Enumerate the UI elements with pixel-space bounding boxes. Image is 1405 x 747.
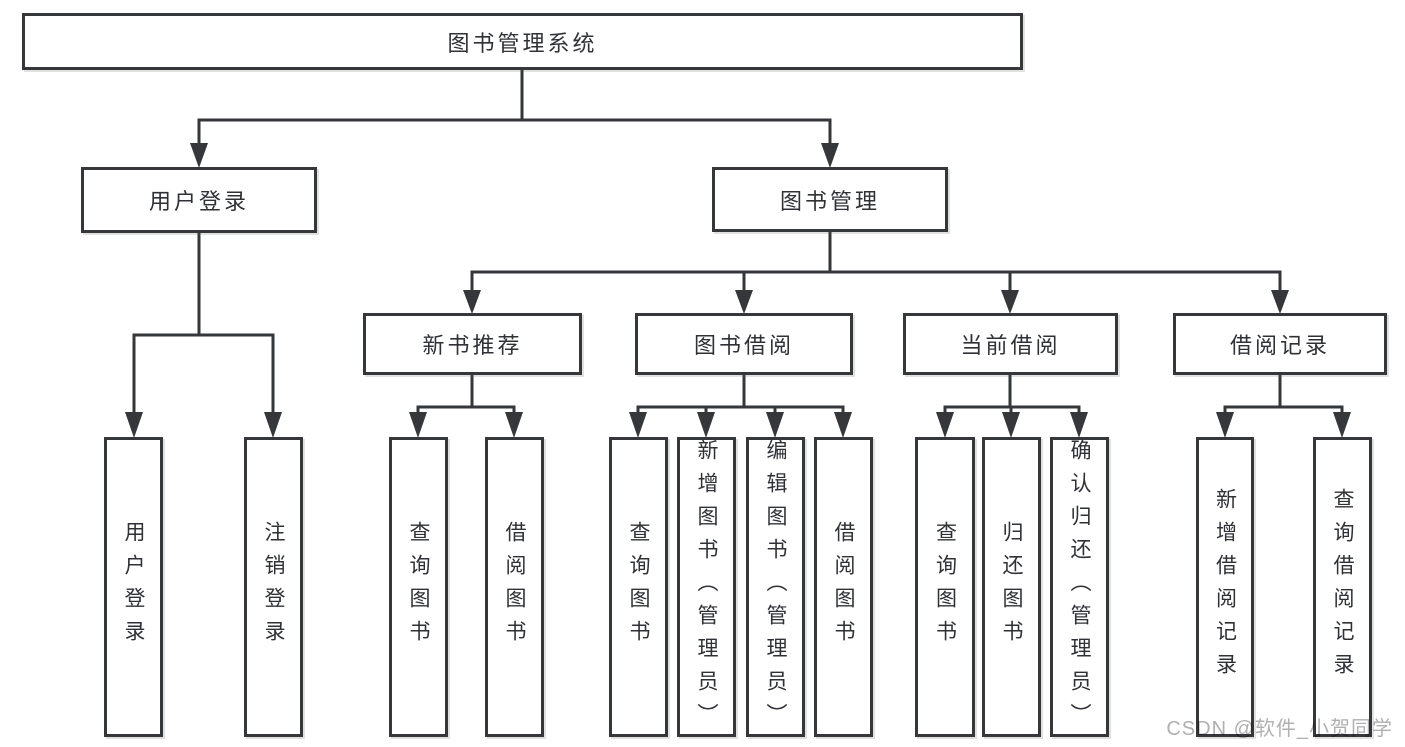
arrowheads-new-book-group [409,412,523,438]
node-new-book-recommend-label: 新书推荐 [422,333,523,358]
connector-book-management-to-level3 [470,232,1282,292]
leaf-record-search-record: 查询借阅记录 [1313,437,1372,737]
node-book-borrow: 图书借阅 [635,313,853,375]
leaf-current-search-book: 查询图书 [915,437,975,737]
node-root-label: 图书管理系统 [447,30,598,56]
leaf-logout-login-label: 注销登录 [262,521,285,653]
leaf-current-return-book: 归还图书 [982,437,1041,737]
leaf-borrow-borrow-book: 借阅图书 [814,437,873,737]
connector-user-login-group [132,233,275,415]
leaf-user-login: 用户登录 [104,437,163,737]
node-user-login-label: 用户登录 [148,189,249,214]
leaf-record-add-record-label: 新增借阅记录 [1213,488,1237,686]
leaf-record-add-record: 新增借阅记录 [1196,437,1254,737]
node-new-book-recommend: 新书推荐 [363,313,582,375]
leaf-borrow-search-book-label: 查询图书 [627,521,650,653]
node-borrow-record-label: 借阅记录 [1229,333,1330,358]
node-root: 图书管理系统 [22,13,1023,70]
leaf-newbook-borrow-book: 借阅图书 [485,437,544,737]
leaf-borrow-add-book-admin-label: 新增图书（管理员） [695,438,718,736]
node-book-management-label: 图书管理 [779,188,880,214]
node-current-borrow-label: 当前借阅 [960,333,1061,358]
arrowheads-level2 [190,143,839,168]
node-user-login: 用户登录 [81,167,317,233]
leaf-newbook-search-book-label: 查询图书 [407,521,430,653]
connector-borrow-record-group [1223,375,1344,415]
leaf-user-login-label: 用户登录 [122,521,145,653]
leaf-current-return-book-label: 归还图书 [1000,521,1023,653]
leaf-current-search-book-label: 查询图书 [933,521,957,653]
leaf-borrow-borrow-book-label: 借阅图书 [832,521,855,653]
connector-root-to-level2 [197,70,832,146]
leaf-borrow-edit-book-admin: 编辑图书（管理员） [746,437,805,737]
leaf-newbook-borrow-book-label: 借阅图书 [503,521,526,653]
arrowheads-current-borrow-group [936,412,1088,438]
watermark: CSDN @软件_小贺同学 [1166,718,1393,740]
arrowheads-borrow-record-group [1216,412,1351,438]
arrowheads-book-borrow-group [629,412,852,438]
arrowheads-user-login-group [125,412,282,438]
node-borrow-record: 借阅记录 [1173,313,1387,375]
arrowheads-level3 [463,290,1289,314]
leaf-record-search-record-label: 查询借阅记录 [1331,488,1354,686]
leaf-logout-login: 注销登录 [244,437,303,737]
node-book-borrow-label: 图书借阅 [693,333,794,358]
leaf-current-confirm-return-admin-label: 确认归还（管理员） [1068,438,1091,736]
node-book-management: 图书管理 [712,167,948,232]
leaf-borrow-add-book-admin: 新增图书（管理员） [677,437,736,737]
leaf-borrow-edit-book-admin-label: 编辑图书（管理员） [764,438,787,736]
connector-current-borrow-group [943,375,1081,415]
leaf-current-confirm-return-admin: 确认归还（管理员） [1050,437,1109,737]
leaf-borrow-search-book: 查询图书 [609,437,668,737]
leaf-newbook-search-book: 查询图书 [389,437,448,737]
connector-new-book-group [416,375,516,415]
node-current-borrow: 当前借阅 [903,313,1118,375]
connector-book-borrow-group [636,375,845,415]
